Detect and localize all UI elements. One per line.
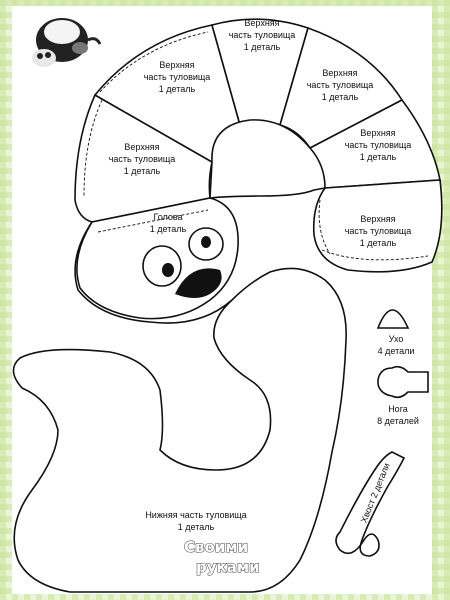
label-upper-3: Верхняя часть туловища 1 деталь [229, 18, 296, 52]
label-ear: Ухо 4 детали [378, 334, 415, 356]
label-upper-6-line1: Верхняя [360, 214, 395, 224]
label-upper-4-line2: часть туловища [307, 80, 374, 90]
head-socket [209, 119, 326, 199]
label-upper-3-line2: часть туловища [229, 30, 296, 40]
label-upper-5-line1: Верхняя [360, 128, 395, 138]
label-upper-5: Верхняя часть туловища 1 деталь [345, 128, 412, 162]
label-upper-6-line2: часть туловища [345, 226, 412, 236]
left-eye-icon [142, 245, 182, 287]
leg-piece [377, 365, 429, 399]
label-upper-4: Верхняя часть туловища 1 деталь [307, 68, 374, 102]
watermark-line1: Своими [184, 538, 248, 556]
label-tail: Хвост 2 детали [359, 462, 392, 525]
label-upper-1-line1: Верхняя [124, 142, 159, 152]
nose-icon [175, 268, 222, 298]
watermark: Своими руками [183, 537, 260, 576]
head-and-lower-body [12, 197, 347, 593]
label-upper-2: Верхняя часть туловища 1 деталь [144, 60, 211, 94]
label-lower-line2: 1 деталь [178, 522, 215, 532]
label-tail-line1: Хвост 2 детали [359, 462, 392, 525]
upper-body-pieces [74, 18, 443, 273]
label-upper-3-line1: Верхняя [244, 18, 279, 28]
label-upper-2-line3: 1 деталь [159, 84, 196, 94]
label-upper-5-line3: 1 деталь [360, 152, 397, 162]
label-ear-line2: 4 детали [378, 346, 415, 356]
label-upper-1: Верхняя часть туловища 1 деталь [109, 142, 176, 176]
watermark-line2: руками [196, 558, 260, 576]
lower-body-piece [12, 221, 347, 593]
ear-piece [376, 309, 410, 329]
label-upper-2-line2: часть туловища [144, 72, 211, 82]
label-head: Голова 1 деталь [150, 212, 187, 234]
label-upper-5-line2: часть туловища [345, 140, 412, 150]
tail-piece [335, 451, 406, 557]
label-head-line2: 1 деталь [150, 224, 187, 234]
label-leg-line2: 8 деталей [377, 416, 419, 426]
upper-body-piece-1 [74, 93, 213, 223]
label-upper-4-line1: Верхняя [322, 68, 357, 78]
plush-toy-photo [16, 8, 108, 80]
upper-body-piece-6 [312, 179, 443, 273]
label-lower-line1: Нижняя часть туловища [145, 510, 246, 520]
label-leg-line1: Нога [388, 404, 408, 414]
label-upper-6-line3: 1 деталь [360, 238, 397, 248]
label-upper-3-line3: 1 деталь [244, 42, 281, 52]
label-ear-line1: Ухо [389, 334, 404, 344]
label-leg: Нога 8 деталей [377, 404, 419, 426]
label-head-line1: Голова [153, 212, 182, 222]
label-upper-2-line1: Верхняя [159, 60, 194, 70]
label-upper-1-line3: 1 деталь [124, 166, 161, 176]
label-upper-4-line3: 1 деталь [322, 92, 359, 102]
label-lower: Нижняя часть туловища 1 деталь [145, 510, 246, 532]
label-upper-6: Верхняя часть туловища 1 деталь [345, 214, 412, 248]
label-upper-1-line2: часть туловища [109, 154, 176, 164]
